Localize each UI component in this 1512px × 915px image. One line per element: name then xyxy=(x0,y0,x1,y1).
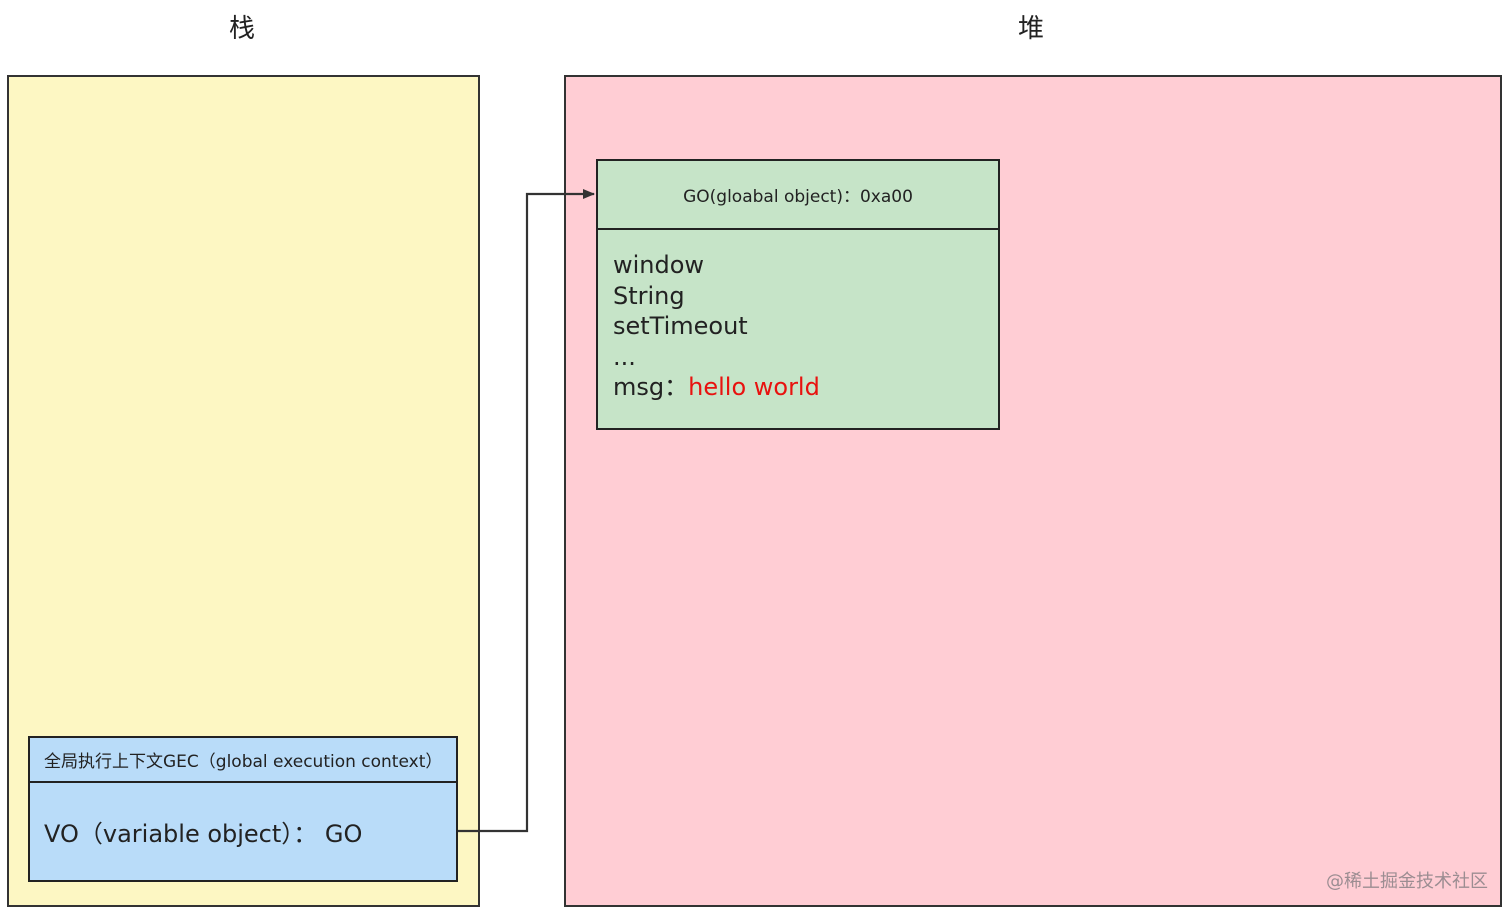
watermark: @稀土掘金技术社区 xyxy=(1326,871,1488,892)
go-property: setTimeout xyxy=(613,312,748,340)
heap-title: 堆 xyxy=(1017,14,1044,44)
gec-header: 全局执行上下文GEC（global execution context） xyxy=(30,738,456,783)
gec-variable-object: VO（variable object）： GO xyxy=(44,819,363,848)
go-properties: window String setTimeout ... msg：hello w… xyxy=(598,230,998,403)
global-object-box: GO(gloabal object)：0xa00 window String s… xyxy=(596,159,1000,430)
go-property: window xyxy=(613,251,705,279)
msg-label: msg： xyxy=(613,373,689,401)
global-execution-context-box: 全局执行上下文GEC（global execution context） VO（… xyxy=(28,736,458,882)
msg-value: hello world xyxy=(688,373,820,401)
go-property: ... xyxy=(613,342,636,371)
go-property: String xyxy=(613,281,685,310)
go-property-msg: msg：hello world xyxy=(613,372,998,403)
go-header: GO(gloabal object)：0xa00 xyxy=(598,161,998,230)
stack-title: 栈 xyxy=(228,14,255,44)
